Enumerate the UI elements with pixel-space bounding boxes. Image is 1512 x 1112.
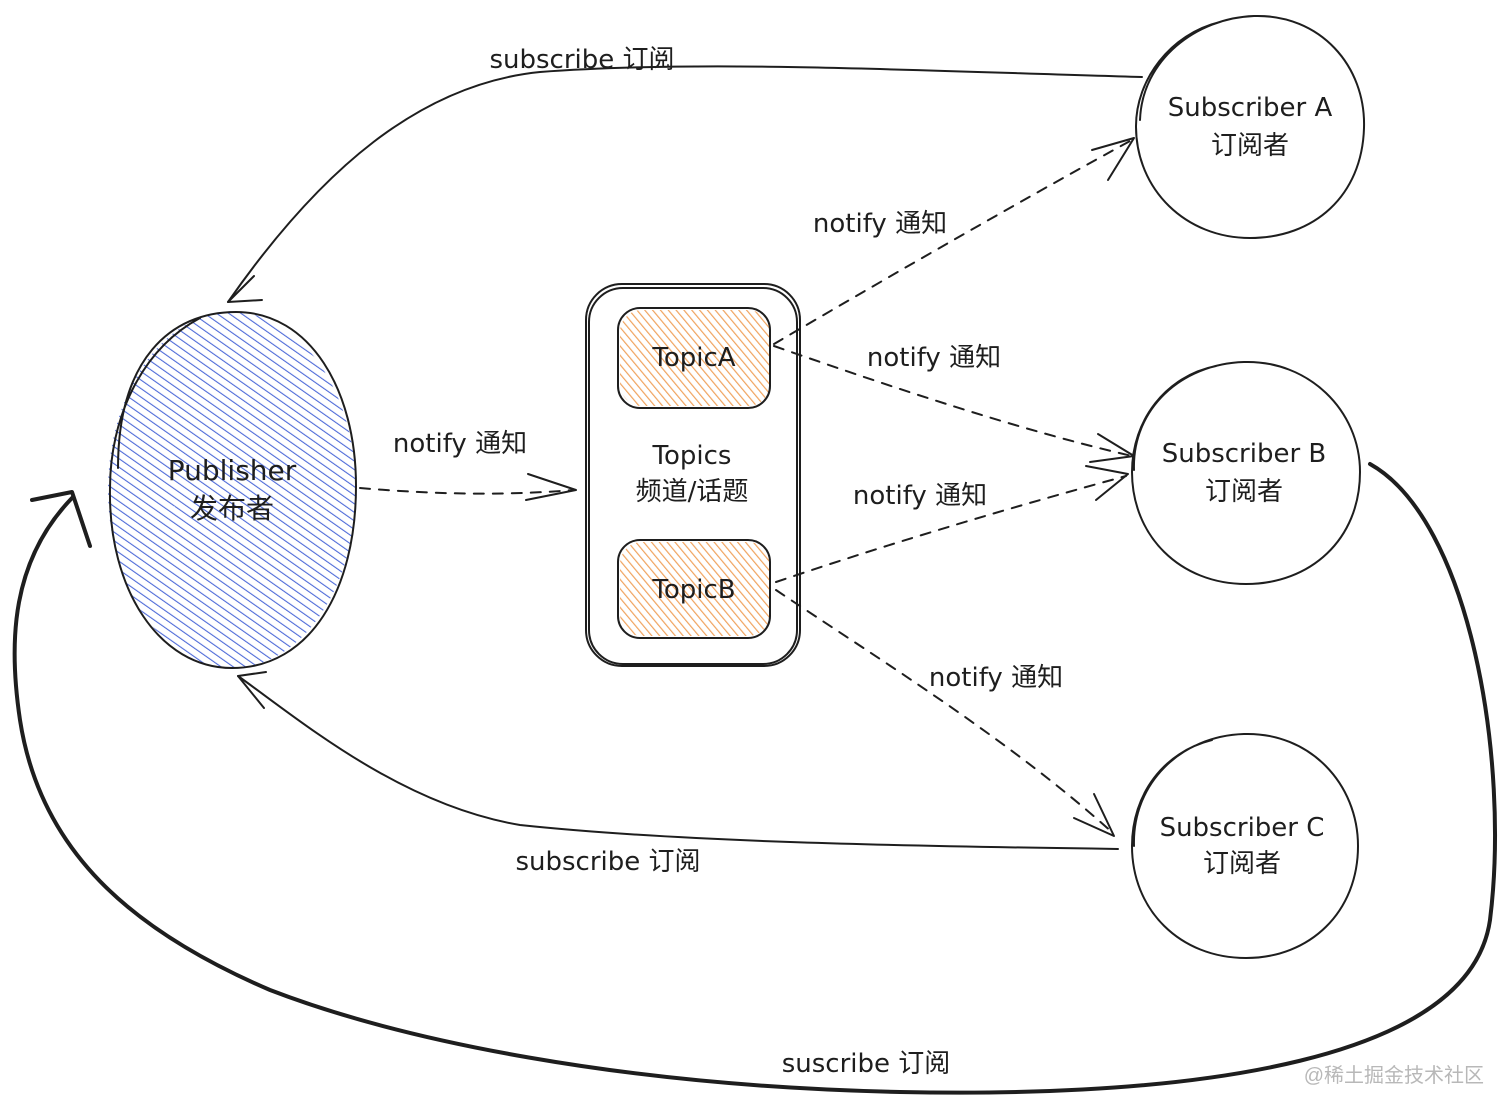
edge-label-topic-b-sub-c: notify 通知: [929, 663, 1063, 693]
subscriber-c-node: Subscriber C 订阅者: [1131, 732, 1359, 959]
edge-publisher-to-topics: [359, 473, 577, 501]
edge-label-topic-b-sub-b: notify 通知: [853, 481, 987, 511]
topic-b-node: TopicB: [617, 539, 771, 639]
subscriber-a-label: Subscriber A: [1168, 93, 1333, 123]
edge-sub-a-to-publisher: [227, 65, 1143, 303]
subscriber-b-label: Subscriber B: [1162, 439, 1327, 469]
topic-a-node: TopicA: [617, 307, 771, 409]
publisher-label: Publisher: [168, 454, 297, 487]
publisher-sublabel: 发布者: [190, 492, 274, 525]
subscriber-c-label: Subscriber C: [1160, 813, 1325, 843]
edge-label-sub-b: suscribe 订阅: [782, 1049, 951, 1079]
subscriber-b-node: Subscriber B 订阅者: [1131, 360, 1361, 585]
edge-label-sub-a: subscribe 订阅: [489, 45, 674, 75]
topics-label: Topics: [652, 441, 732, 471]
edge-label-topic-a-sub-b: notify 通知: [867, 343, 1001, 373]
edge-label-topic-a-sub-a: notify 通知: [813, 209, 947, 239]
edge-label-publisher-topics: notify 通知: [393, 429, 527, 459]
topics-container: Topics 频道/话题: [585, 283, 801, 667]
subscriber-c-sublabel: 订阅者: [1203, 849, 1281, 879]
publisher-node: Publisher 发布者: [108, 311, 357, 669]
edge-topic-b-to-sub-b: [775, 465, 1129, 583]
watermark: @稀土掘金技术社区: [1303, 1065, 1484, 1087]
subscriber-a-sublabel: 订阅者: [1211, 131, 1289, 161]
edge-sub-b-to-publisher: [12, 462, 1497, 1095]
topic-a-label: TopicA: [651, 343, 735, 373]
topic-b-label: TopicB: [651, 575, 735, 605]
edge-sub-c-to-publisher: [237, 671, 1119, 850]
topics-sublabel: 频道/话题: [636, 477, 749, 507]
edge-label-sub-c: subscribe 订阅: [515, 847, 700, 877]
subscriber-a-node: Subscriber A 订阅者: [1135, 14, 1366, 239]
subscriber-b-sublabel: 订阅者: [1205, 477, 1283, 507]
edge-topic-a-to-sub-a: [773, 137, 1135, 345]
edge-topic-b-to-sub-c: [775, 589, 1115, 837]
